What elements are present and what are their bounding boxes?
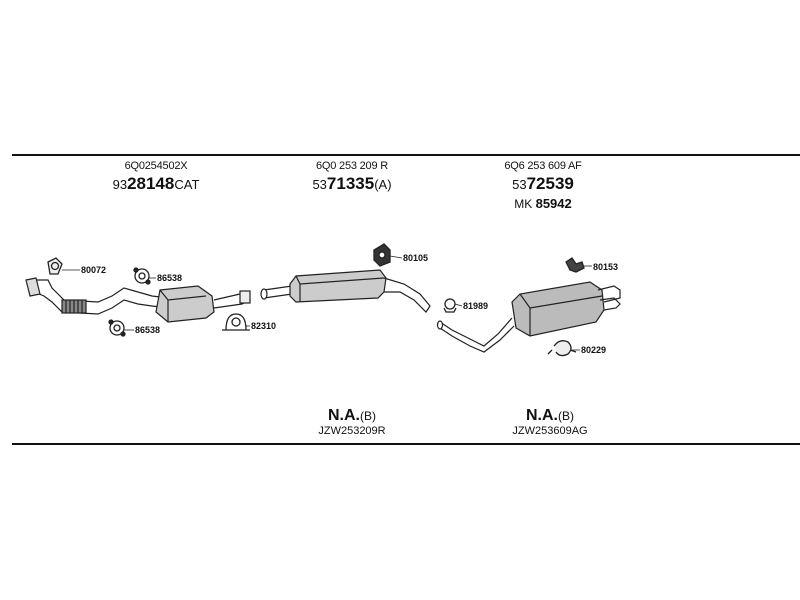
clamp-80229-icon: [547, 340, 577, 357]
label-80229: 80229: [581, 345, 607, 355]
top-divider-line: [12, 154, 800, 156]
label-82310: 82310: [251, 321, 277, 331]
not-available-label: N.A.(B): [526, 407, 574, 424]
reference-number: JZW253209R: [318, 425, 386, 437]
label-86538-upper: 86538: [157, 273, 183, 283]
gasket-86538-upper-icon: [133, 267, 151, 285]
label-81989: 81989: [463, 301, 489, 311]
rear-silencer-group: 6Q6 253 609 AF 5372539 MK 85942: [483, 160, 603, 211]
gasket-81989-icon: [443, 298, 457, 313]
label-80072: 80072: [81, 265, 107, 275]
gasket-86538-lower-icon: [108, 319, 126, 337]
part-number: 5371335(A): [312, 174, 392, 193]
bracket-80153-icon: [565, 257, 585, 273]
label-80105: 80105: [403, 253, 429, 263]
not-available-label: N.A.(B): [328, 407, 376, 424]
gasket-80072-icon: [47, 257, 63, 275]
middle-pipe-na-group: N.A.(B) JZW253209R: [292, 407, 412, 437]
mounting-kit-number: MK 85942: [514, 196, 572, 211]
rear-pipe-drawing: [436, 317, 515, 353]
label-80153: 80153: [593, 262, 619, 272]
oe-number: 6Q0 253 209 R: [315, 160, 388, 172]
rear-pipe-na-group: N.A.(B) JZW253609AG: [490, 407, 610, 437]
oe-number: 6Q0254502X: [124, 160, 188, 172]
clamp-82310-icon: [222, 313, 250, 331]
rear-silencer-drawing: [511, 281, 621, 337]
part-number: 9328148CAT: [112, 174, 200, 193]
rubber-hanger-80105-icon: [373, 243, 391, 267]
middle-silencer-drawing: [260, 269, 431, 313]
middle-silencer-group: 6Q0 253 209 R 5371335(A): [292, 160, 412, 194]
bottom-divider-line: [12, 443, 800, 445]
part-number: 5372539: [512, 174, 574, 193]
front-pipe-drawing: [25, 277, 169, 315]
reference-number: JZW253609AG: [512, 425, 588, 437]
catalytic-converter-drawing: [155, 285, 251, 323]
front-pipe-cat-group: 6Q0254502X 9328148CAT: [96, 160, 216, 194]
oe-number: 6Q6 253 609 AF: [504, 160, 582, 172]
label-86538-lower: 86538: [135, 325, 161, 335]
